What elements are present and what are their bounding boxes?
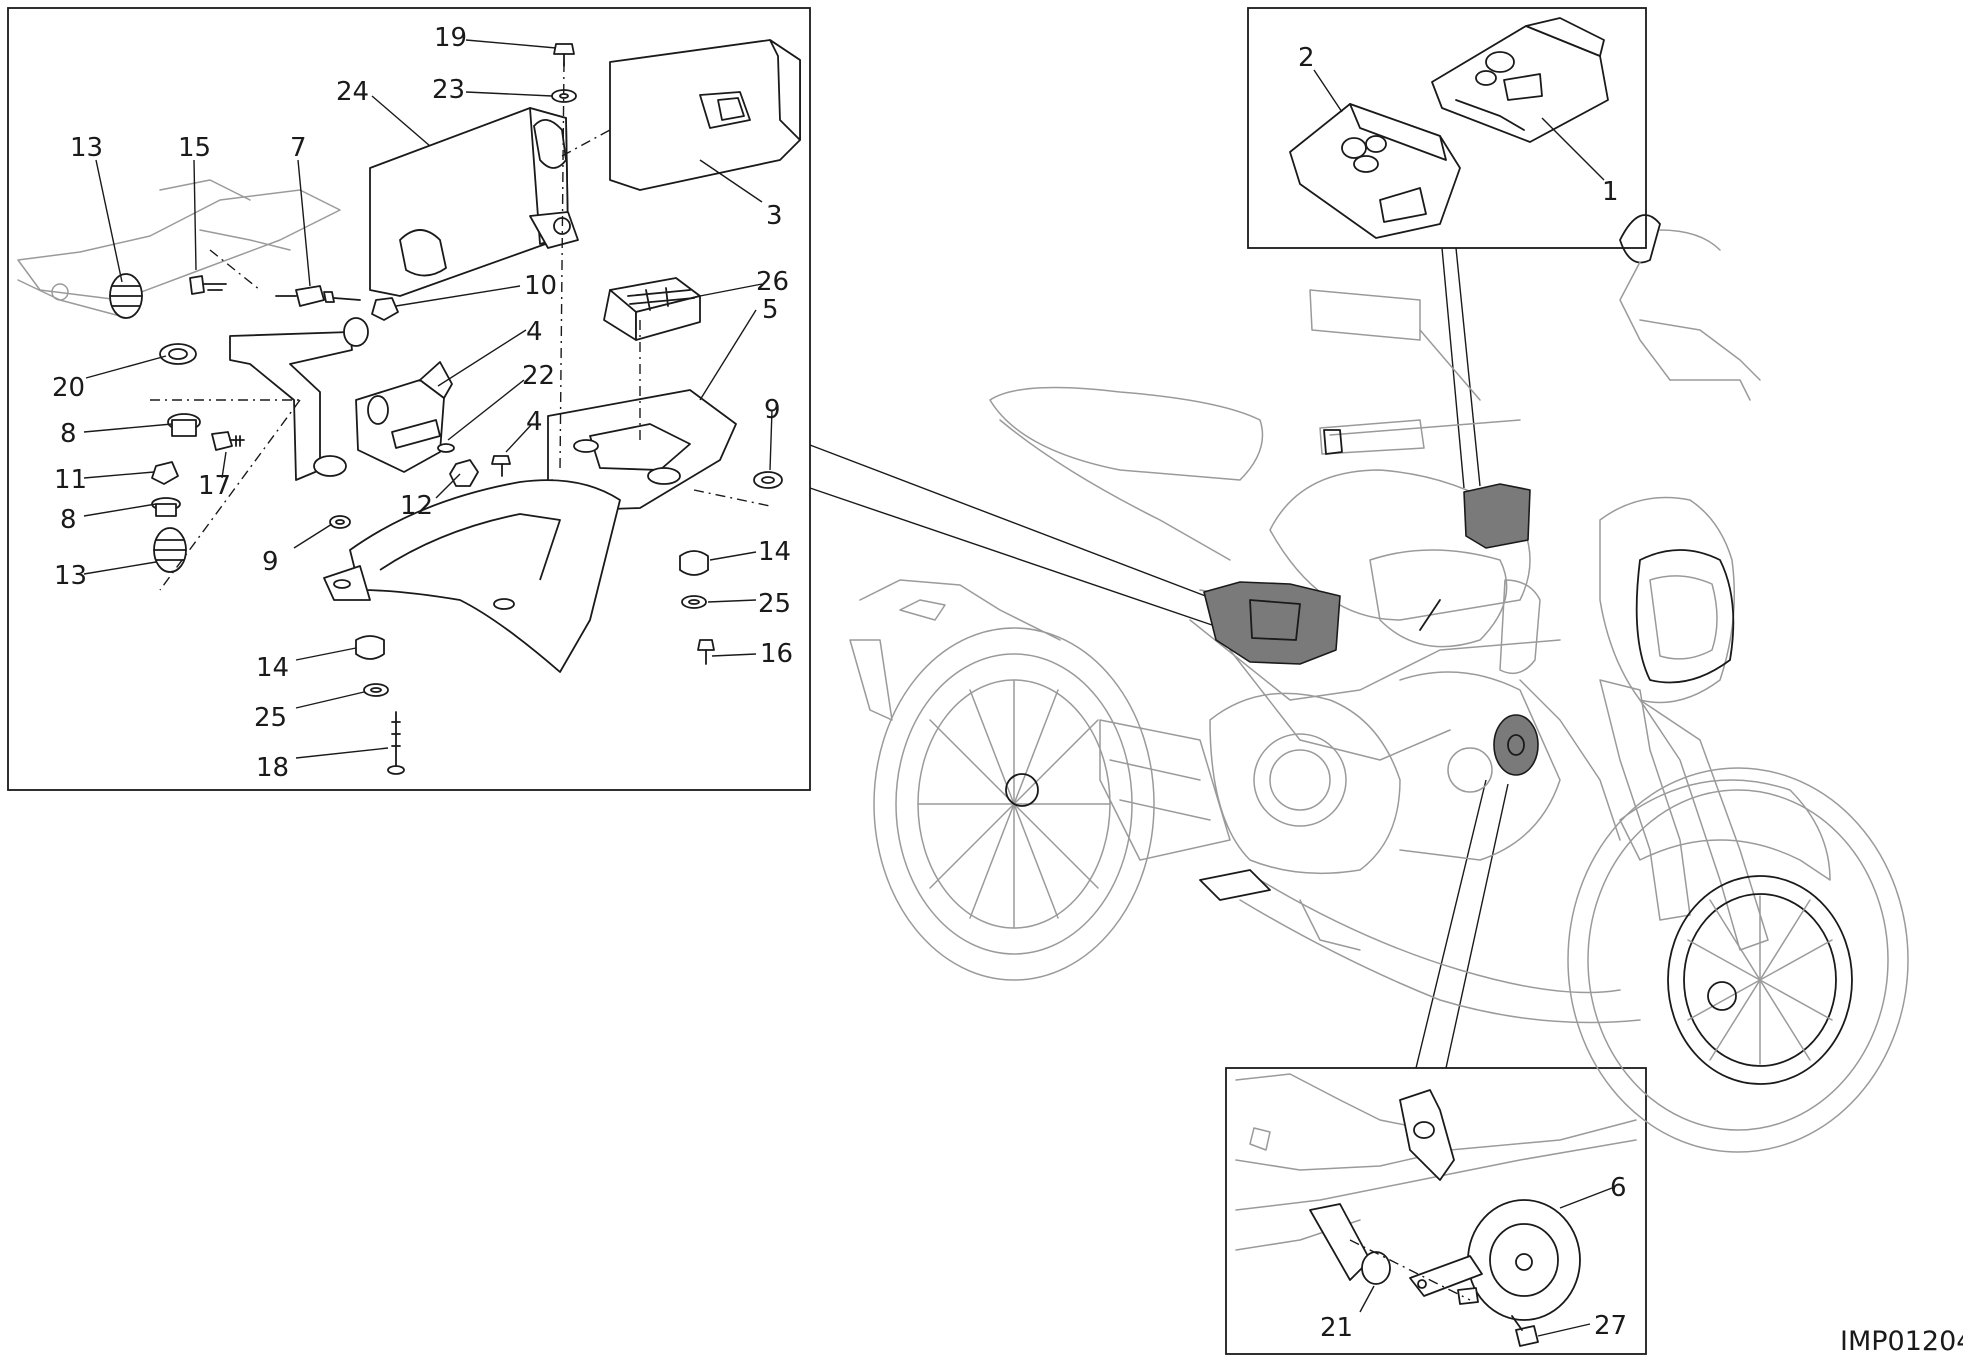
callout-label: 23 [432, 75, 465, 105]
callout-label: 15 [178, 133, 211, 163]
callout-label: 2 [1298, 43, 1315, 73]
callout-label: 14 [256, 653, 289, 683]
detail-frame-ecu [1247, 7, 1647, 249]
callout-label: 20 [52, 373, 85, 403]
horn-detail-parts [1235, 1073, 1637, 1347]
motorcycle-illustration [849, 214, 1909, 1153]
callout-leaders [83, 39, 1613, 1337]
callout-label: 25 [254, 703, 287, 733]
drawing-code: IMP01204 [1840, 1326, 1963, 1357]
ecu-detail-parts [1289, 17, 1609, 239]
callout-label: 9 [262, 547, 279, 577]
callout-label: 27 [1594, 1311, 1627, 1341]
callout-label: 17 [198, 471, 231, 501]
callout-label: 21 [1320, 1313, 1353, 1343]
callout-label: 10 [524, 271, 557, 301]
callout-label: 8 [60, 419, 77, 449]
callout-label: 14 [758, 537, 791, 567]
detail-frame-battery-area [7, 7, 811, 791]
callout-label: 11 [54, 465, 87, 495]
callout-label: 26 [756, 267, 789, 297]
callout-label: 16 [760, 639, 793, 669]
battery-area-parts [17, 39, 801, 775]
callout-label: 8 [60, 505, 77, 535]
callout-label: 4 [526, 407, 543, 437]
callout-label: 9 [764, 395, 781, 425]
callout-label: 13 [54, 561, 87, 591]
callout-label: 5 [762, 295, 779, 325]
callout-label: 13 [70, 133, 103, 163]
callout-label: 18 [256, 753, 289, 783]
callout-label: 4 [526, 317, 543, 347]
frame-connector-lines [809, 247, 1509, 1069]
callout-label: 1 [1602, 177, 1619, 207]
callout-label: 12 [400, 491, 433, 521]
callout-labels: 19 23 24 13 15 7 3 10 26 4 5 20 22 9 8 4… [52, 23, 1627, 1343]
callout-label: 3 [766, 201, 783, 231]
detail-frame-horn [1225, 1067, 1647, 1355]
callout-label: 19 [434, 23, 467, 53]
callout-label: 24 [336, 77, 369, 107]
callout-label: 25 [758, 589, 791, 619]
callout-label: 6 [1610, 1173, 1627, 1203]
callout-label: 22 [522, 361, 555, 391]
callout-label: 7 [290, 133, 307, 163]
